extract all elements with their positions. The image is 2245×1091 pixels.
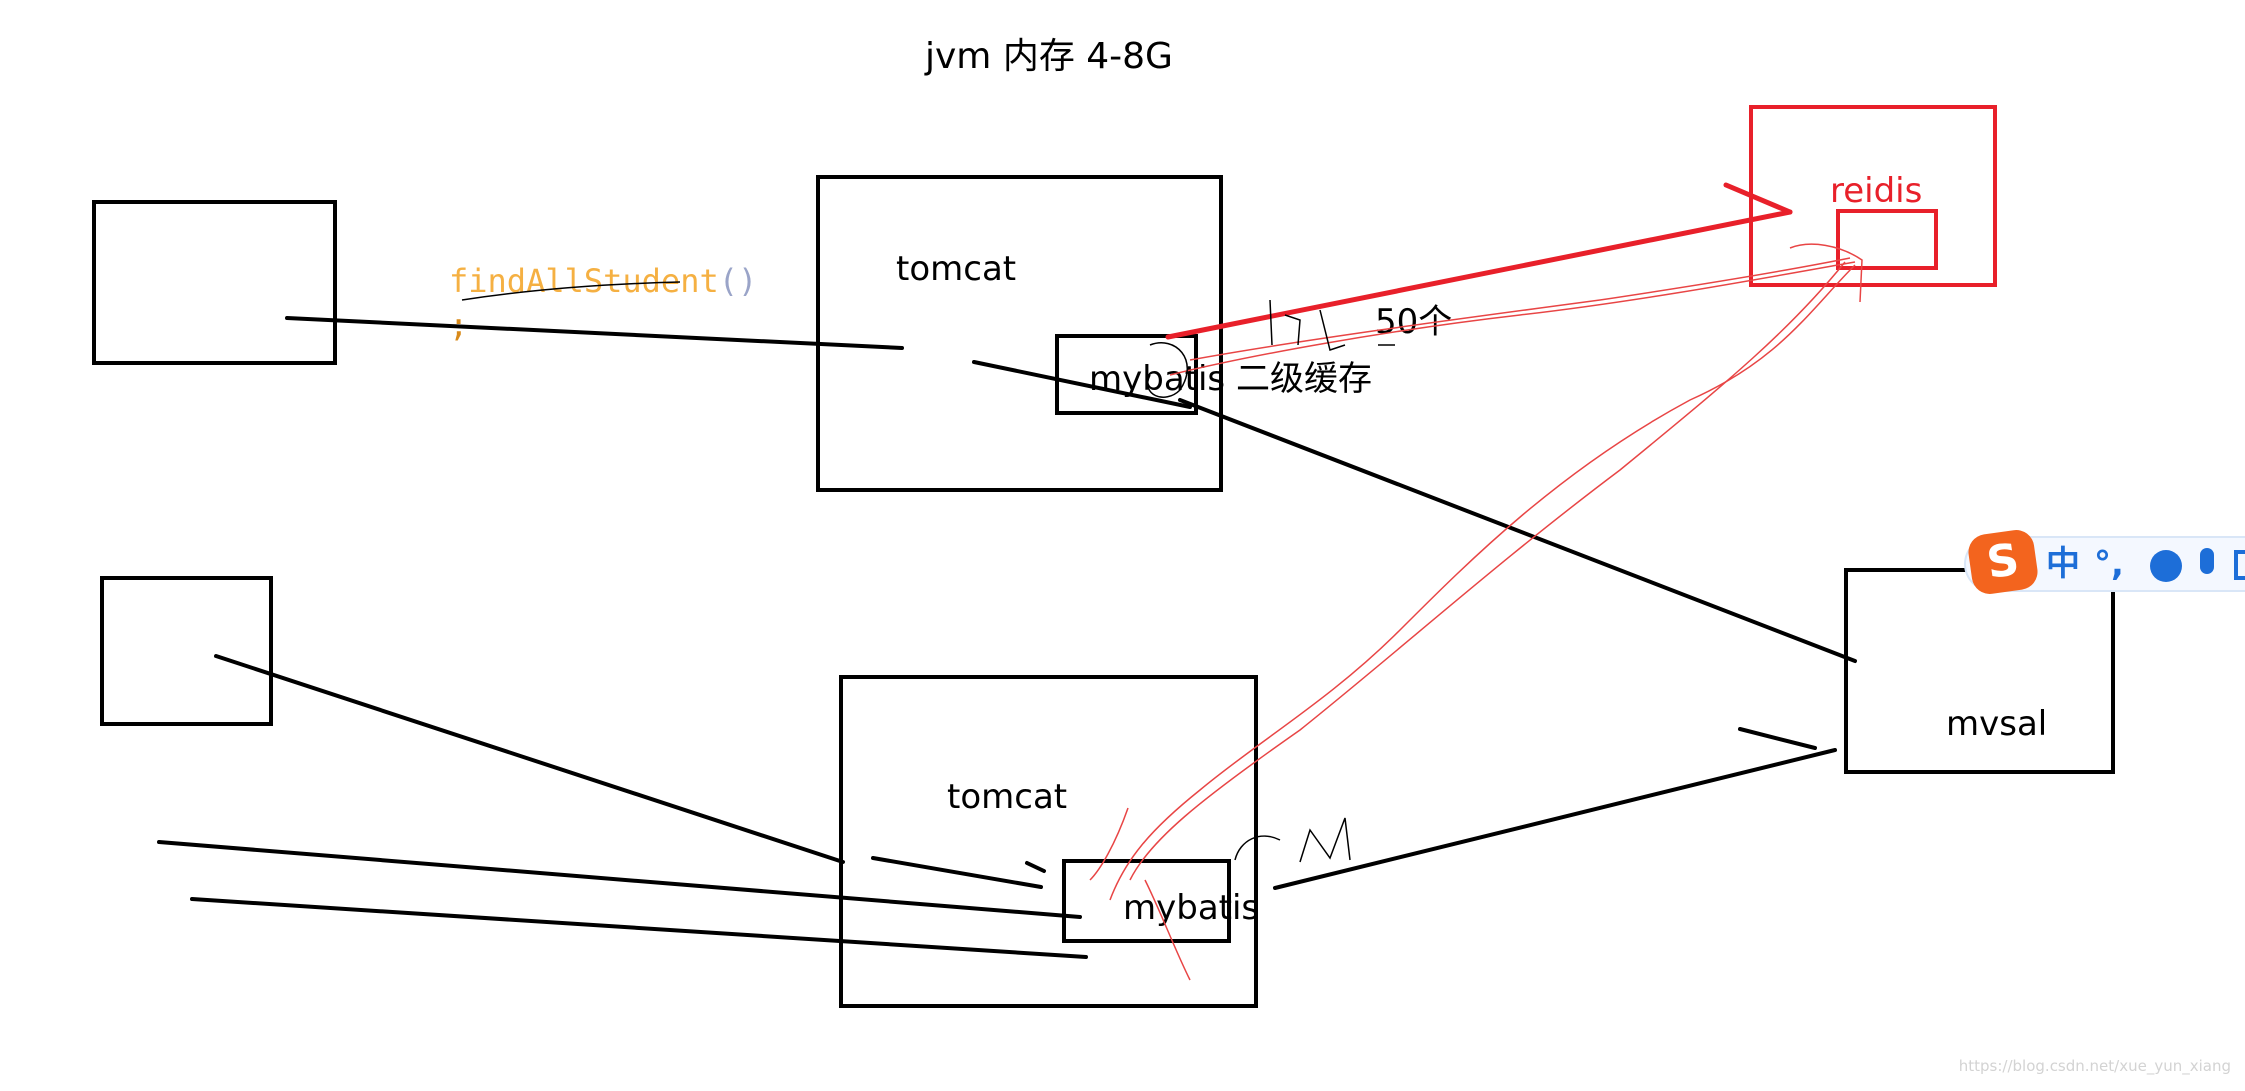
mybatis-bottom-label: mybatis: [1123, 888, 1259, 928]
snippet-scribble: [461, 281, 681, 301]
red-stroke-hook: [1789, 243, 1863, 303]
ime-toolbar[interactable]: S 中 °,: [1964, 527, 2245, 597]
handwritten-red-strokes: [1089, 243, 1863, 981]
tomcat-box-top: [816, 175, 1223, 492]
mybatis-box-bottom: [1062, 859, 1231, 943]
line-tomcat-to-mybatis-bottom: [871, 856, 1043, 889]
scribble-top: [1269, 299, 1346, 351]
red-stroke-bottom: [1089, 807, 1191, 981]
emoji-icon[interactable]: [2150, 550, 2182, 582]
redis-label: reidis: [1830, 171, 1922, 211]
redis-arrow: [1165, 182, 1793, 340]
scribble-bottom: [1234, 817, 1351, 863]
red-stroke-long: [1109, 264, 1856, 901]
red-stroke-top-1: [1169, 261, 1856, 376]
connection-lines: [157, 316, 1857, 959]
scribble-circle: [1147, 342, 1188, 398]
redis-arrow-head: [1723, 182, 1793, 215]
red-stroke-top-2: [1189, 257, 1851, 361]
line-request-2: [157, 840, 1082, 919]
sogou-logo-icon[interactable]: S: [1966, 527, 2040, 597]
handwritten-black-scribbles: [1147, 299, 1395, 863]
line-mysql-short: [1738, 727, 1817, 750]
method-name: findAllStudent: [449, 262, 719, 300]
line-client-bottom-to-tomcat: [214, 654, 845, 864]
punctuation-toggle[interactable]: °,: [2094, 544, 2124, 584]
redis-arrow-shaft: [1165, 209, 1793, 340]
client-box-bottom: [100, 576, 273, 726]
tomcat-bottom-label: tomcat: [947, 777, 1067, 817]
diagram-title: jvm 内存 4-8G: [924, 36, 1173, 77]
tomcat-top-label: tomcat: [896, 249, 1016, 289]
mybatis-top-label: mybatis 二级缓存: [1089, 359, 1372, 399]
input-mode-toggle[interactable]: 中: [2046, 544, 2080, 584]
line-request-3: [190, 897, 1088, 959]
line-short-tick: [1025, 861, 1046, 873]
line-tomcat-to-mybatis-top: [972, 360, 1192, 409]
mybatis-box-top: [1055, 334, 1198, 415]
toolbox-icon[interactable]: [2234, 550, 2245, 580]
client-box-top: [92, 200, 337, 365]
tomcat-box-bottom: [839, 675, 1258, 1008]
method-parens: (): [719, 262, 758, 300]
line-mybatis-bottom-to-mysql: [1273, 748, 1837, 890]
microphone-icon[interactable]: [2200, 548, 2214, 574]
method-call-snippet: findAllStudent(): [449, 262, 757, 300]
red-stroke-long-2: [1129, 261, 1846, 881]
redis-inner-box: [1836, 209, 1938, 270]
mysql-label: mvsal: [1946, 704, 2047, 744]
line-mybatis-top-to-mysql: [1178, 398, 1857, 663]
watermark: https://blog.csdn.net/xue_yun_xiang: [1958, 1057, 2231, 1075]
line-client-top-to-tomcat: [285, 316, 904, 350]
